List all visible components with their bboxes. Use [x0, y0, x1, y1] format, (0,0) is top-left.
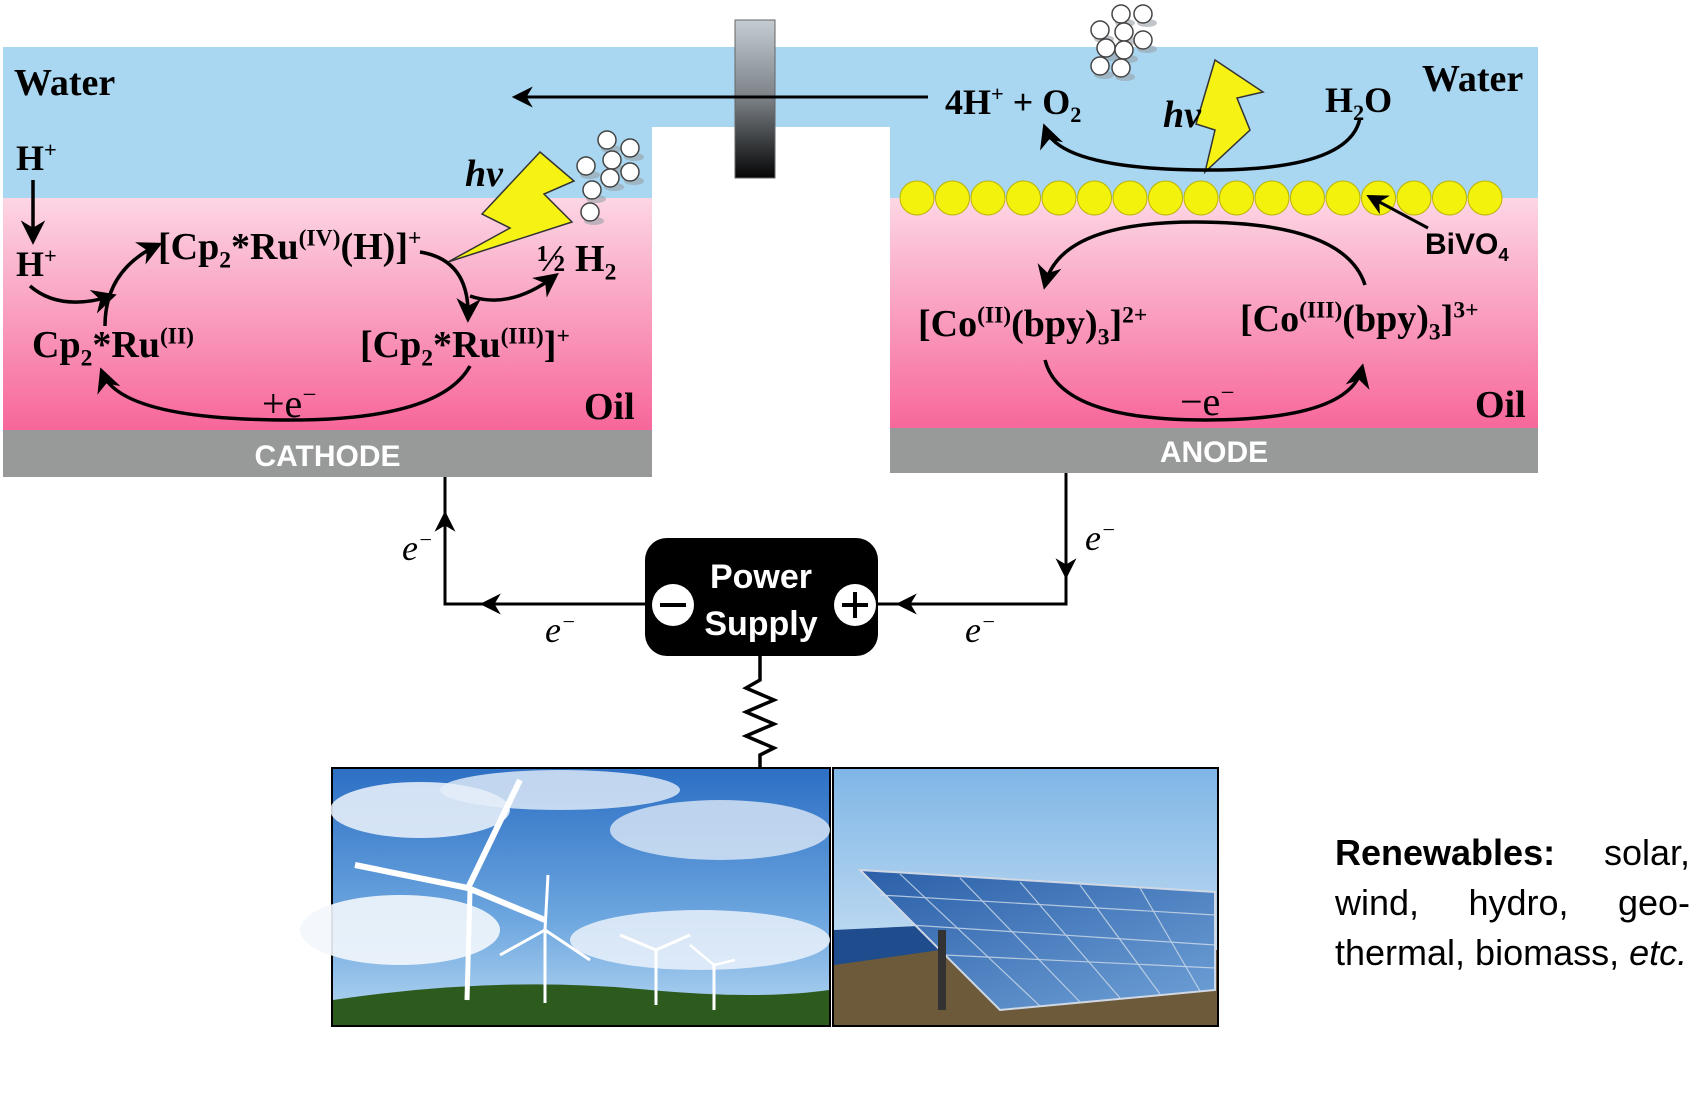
- cycle-arrow-to-ru-iii: [419, 250, 481, 323]
- bivo4-label: BiVO4: [1425, 228, 1509, 265]
- bivo4-particle: [1361, 180, 1396, 216]
- membrane: [734, 19, 776, 179]
- electron-gain-label: +e−: [262, 381, 317, 426]
- gas-bubble: [602, 150, 622, 170]
- oil-phase-right: [890, 198, 1538, 430]
- power-supply-label-line2: Supply: [704, 605, 818, 643]
- wind-turbine-photo: [300, 767, 831, 1027]
- cathode-catalytic-cycle: [20, 180, 559, 422]
- bivo4-particle: [1183, 180, 1219, 216]
- cycle-arrow-to-ru-iv: [103, 242, 163, 327]
- bivo4-particle: [1396, 180, 1432, 216]
- lightning-bolt-icon: [447, 150, 576, 263]
- proton-label-bottom: H+: [16, 243, 57, 284]
- oxygen-bubbles: [1090, 4, 1157, 81]
- gas-bubble: [620, 162, 640, 182]
- gas-bubble: [1090, 20, 1110, 40]
- electron-label-left-wire: e−: [545, 609, 577, 650]
- bivo4-particle: [1077, 180, 1112, 216]
- bivo4-particle: [935, 180, 970, 216]
- lightning-bolt-icon: [1195, 58, 1265, 175]
- gas-bubble: [620, 138, 640, 158]
- water-label-left: Water: [14, 62, 116, 104]
- oxygen-products: 4H+ + O2: [945, 81, 1082, 128]
- gas-bubble: [1111, 58, 1131, 78]
- water-oxidation-arrow: [1040, 117, 1362, 172]
- bivo4-particle: [1467, 180, 1503, 216]
- oil-label-right: Oil: [1475, 384, 1526, 426]
- anode-catalytic-cycle: [1037, 117, 1370, 422]
- hydrogen-product: ½ H2: [537, 238, 617, 286]
- resistor: [741, 655, 779, 770]
- electrochemical-cell: [3, 19, 1538, 477]
- proton-uptake-arrow: [28, 284, 117, 314]
- light-label-anode: hv: [1163, 94, 1201, 136]
- gas-bubble: [1114, 22, 1134, 42]
- solar-panel-photo: [832, 767, 1219, 1027]
- gas-bubble: [1111, 4, 1131, 24]
- cycle-arrow-to-co-iii: [1043, 359, 1370, 422]
- electron-label-cathode-wire: e−: [402, 527, 434, 568]
- gas-bubble: [1133, 4, 1153, 24]
- renewables-description: Renewables: solar, wind, hydro, geo-ther…: [1335, 832, 1690, 973]
- electron-label-anode-wire: e−: [1085, 517, 1117, 558]
- cycle-arrow-to-co-ii: [1037, 220, 1367, 290]
- cathode-label: CATHODE: [254, 440, 401, 473]
- positive-terminal-bar-v: [853, 592, 857, 618]
- anode-label: ANODE: [1159, 436, 1269, 469]
- water-reactant: H2O: [1325, 80, 1393, 126]
- proton-label-top: H+: [16, 137, 57, 178]
- anode-electrode: [890, 428, 1538, 473]
- h2-release-arrow: [469, 273, 559, 302]
- bivo4-particle: [1254, 180, 1290, 216]
- bivo4-particle: [1148, 180, 1183, 216]
- bivo4-particle: [1112, 180, 1148, 216]
- gas-bubble: [597, 130, 617, 150]
- bivo4-particle: [1006, 180, 1041, 216]
- bivo4-particle: [1325, 180, 1361, 216]
- gas-bubble: [576, 156, 596, 176]
- gas-bubble: [580, 202, 600, 222]
- hydrogen-bubbles: [576, 130, 644, 225]
- negative-terminal-bar: [660, 603, 686, 607]
- gas-bubble: [600, 168, 620, 188]
- bivo4-particle: [970, 180, 1006, 216]
- ru-iv-hydride-species: [Cp2*Ru(IV)(H)]+: [158, 225, 422, 274]
- ru-iii-species: [Cp2*Ru(III)]+: [360, 323, 570, 372]
- cathode-electrode: [3, 430, 652, 477]
- bivo4-particle: [1432, 180, 1467, 216]
- gas-bubble: [582, 180, 602, 200]
- bivo4-particle: [1219, 180, 1254, 216]
- light-label-cathode: hv: [465, 153, 503, 195]
- gas-bubble: [1090, 56, 1110, 76]
- ru-ii-species: Cp2*Ru(II): [32, 323, 194, 372]
- oil-label-left: Oil: [584, 386, 635, 428]
- electron-loss-label: −e−: [1180, 379, 1235, 424]
- electron-label-right-wire: e−: [965, 609, 997, 650]
- gas-bubble: [1133, 30, 1153, 50]
- electron-reduction-arrow: [97, 365, 472, 422]
- bivo4-layer: [899, 180, 1503, 216]
- co-ii-species: [Co(II)(bpy)3]2+: [918, 302, 1148, 351]
- anode-wire: [870, 473, 1068, 606]
- cathode-wire: [443, 477, 652, 606]
- external-circuit: [434, 473, 1077, 770]
- water-label-right: Water: [1422, 58, 1524, 100]
- bivo4-particle: [1041, 180, 1077, 216]
- bivo4-particle: [899, 180, 935, 216]
- bivo4-particle: [1290, 180, 1325, 216]
- co-iii-species: [Co(III)(bpy)3]3+: [1240, 297, 1479, 346]
- gas-bubble: [1114, 40, 1134, 60]
- gas-bubble: [1096, 38, 1116, 58]
- power-supply-label-line1: Power: [709, 558, 813, 596]
- bivo4-pointer-arrow: [1366, 195, 1429, 230]
- power-supply-box: [645, 538, 878, 656]
